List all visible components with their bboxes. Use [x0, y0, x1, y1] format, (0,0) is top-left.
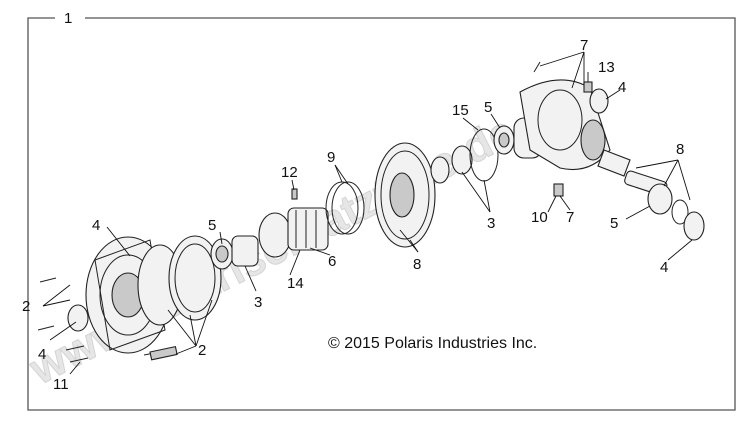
callout-11: 11: [53, 376, 69, 393]
armature-plate: [258, 212, 292, 258]
callout-2-left: 2: [22, 298, 30, 315]
ring-gear: [374, 142, 436, 248]
pin: [291, 188, 298, 200]
callout-2-bottom: 2: [198, 342, 206, 359]
callout-15: 15: [452, 102, 469, 119]
callout-8-center: 8: [413, 256, 421, 273]
callout-8-right: 8: [676, 141, 684, 158]
bearing-center-a: [430, 156, 450, 184]
hub-left: [231, 235, 259, 267]
pinion-snap-ring: [671, 199, 689, 225]
callout-14: 14: [287, 275, 304, 292]
o-ring-large: [168, 235, 222, 321]
callout-13: 13: [598, 59, 615, 76]
callout-6: 6: [328, 253, 336, 270]
callout-4-upper: 4: [92, 217, 100, 234]
diagram-frame: [27, 17, 736, 411]
vent-fitting: [583, 81, 593, 93]
callout-5-center: 5: [484, 99, 492, 116]
roller-cage: [287, 207, 329, 251]
callout-10: 10: [531, 209, 548, 226]
callout-12: 12: [281, 164, 298, 181]
pinion-seal: [683, 211, 705, 241]
callout-5-right: 5: [610, 215, 618, 232]
group-label: 1: [64, 10, 72, 27]
seal-ring-left: [67, 304, 89, 332]
callout-7-lower: 7: [566, 209, 574, 226]
seal-top-right: [589, 88, 609, 114]
bearing-center-b: [451, 145, 473, 175]
callout-3-left: 3: [254, 294, 262, 311]
main-housing: [519, 79, 611, 171]
snap-ring-b: [331, 181, 365, 235]
callout-3-center: 3: [487, 215, 495, 232]
callout-9: 9: [327, 149, 335, 166]
pinion-bearing: [647, 183, 673, 215]
bolts-left: [37, 277, 178, 363]
leader-lines: [42, 51, 693, 375]
callout-4-left: 4: [38, 346, 46, 363]
callout-4-bottom-right: 4: [660, 259, 668, 276]
callout-4-top-right: 4: [618, 79, 626, 96]
copyright-notice: © 2015 Polaris Industries Inc.: [328, 335, 537, 352]
callout-7-top: 7: [580, 37, 588, 54]
bolt-top: [533, 61, 541, 73]
callout-5-left: 5: [208, 217, 216, 234]
drain-plug: [553, 183, 564, 197]
